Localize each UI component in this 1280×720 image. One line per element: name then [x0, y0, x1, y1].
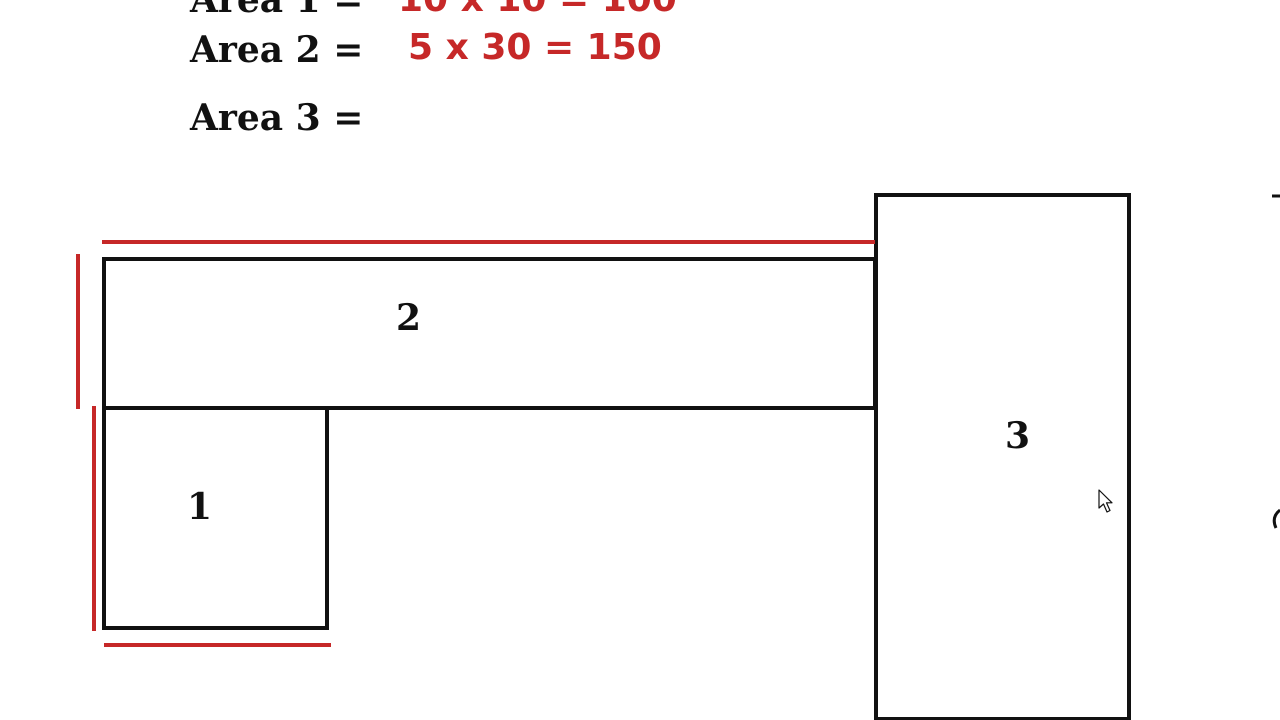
rectangle-2-label: 2 [396, 297, 422, 339]
rectangle-2 [102, 257, 877, 410]
rectangle-3 [874, 193, 1131, 720]
rectangle-1 [102, 406, 329, 630]
rectangle-3-label: 3 [1005, 415, 1031, 457]
rectangle-1-label: 1 [187, 486, 213, 528]
area-2-expression: 5 x 30 = 150 [408, 27, 662, 68]
area-2-label: Area 2 = [190, 29, 364, 71]
mouse-pointer-icon [1098, 489, 1113, 513]
edge-mark-middle [1272, 508, 1280, 529]
area-1-expression: 10 x 10 = 100 [398, 0, 677, 18]
area-1-label: Area 1 = [190, 0, 364, 21]
area-3-label: Area 3 = [190, 97, 364, 139]
